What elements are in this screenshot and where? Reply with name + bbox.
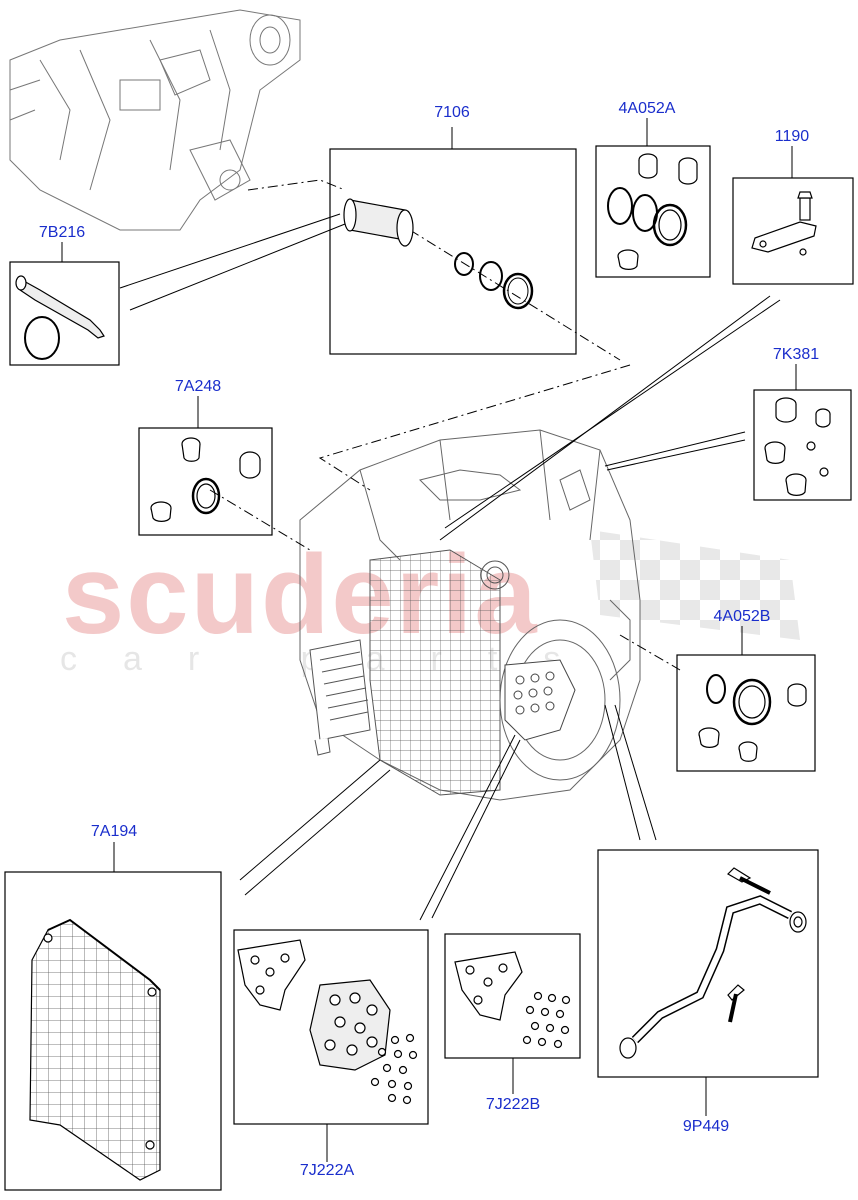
seals-and-plugs-4A052B bbox=[698, 674, 807, 762]
oil-pan-7A194 bbox=[29, 918, 161, 1181]
box-1190 bbox=[732, 177, 854, 285]
box-9P449 bbox=[597, 849, 819, 1078]
callout-7106[interactable]: 7106 bbox=[434, 104, 470, 121]
plugs-and-seals-4A052A bbox=[607, 153, 698, 270]
transmission-oil-pan bbox=[369, 549, 501, 796]
bolts-7J222A bbox=[370, 1033, 418, 1105]
plugs-7K381 bbox=[764, 397, 831, 496]
callout-7J222B[interactable]: 7J222B bbox=[485, 1096, 541, 1113]
part-boxes bbox=[4, 145, 854, 1191]
sleeve-and-seals-7106 bbox=[343, 198, 534, 310]
transfer-case-illustration bbox=[9, 9, 301, 231]
box-4A052A bbox=[595, 145, 711, 278]
box-7A194 bbox=[4, 871, 222, 1191]
oil-pipe-9P449 bbox=[619, 867, 807, 1059]
sealant-tube-7B216 bbox=[15, 275, 105, 360]
watermark-checker bbox=[590, 530, 800, 640]
box-7K381 bbox=[753, 389, 852, 501]
box-7J222B bbox=[444, 933, 581, 1059]
valve-body-gaskets-7J222A bbox=[237, 939, 418, 1105]
bolts-7J222B bbox=[522, 991, 571, 1049]
box-7B216 bbox=[9, 261, 120, 366]
callout-4A052B[interactable]: 4A052B bbox=[713, 608, 771, 625]
box-4A052B bbox=[676, 654, 816, 772]
leader-lines bbox=[61, 118, 797, 1162]
callout-7J222A[interactable]: 7J222A bbox=[299, 1162, 355, 1179]
callout-7B216[interactable]: 7B216 bbox=[38, 224, 86, 241]
callout-1190[interactable]: 1190 bbox=[774, 128, 810, 145]
valve-body-on-transmission bbox=[504, 659, 576, 741]
callout-4A052A[interactable]: 4A052A bbox=[618, 100, 676, 117]
lever-1190 bbox=[751, 191, 817, 256]
plugs-and-seal-7A248 bbox=[150, 437, 261, 522]
box-7J222A bbox=[233, 929, 429, 1125]
callout-7K381[interactable]: 7K381 bbox=[772, 346, 820, 363]
callout-9P449[interactable]: 9P449 bbox=[682, 1118, 730, 1135]
transmission-oil-cooler bbox=[309, 639, 371, 756]
callout-7A248[interactable]: 7A248 bbox=[174, 378, 222, 395]
callout-7A194[interactable]: 7A194 bbox=[90, 823, 138, 840]
box-7106 bbox=[329, 148, 577, 355]
box-7A248 bbox=[138, 427, 273, 536]
valve-body-gasket-7J222B bbox=[454, 951, 571, 1049]
